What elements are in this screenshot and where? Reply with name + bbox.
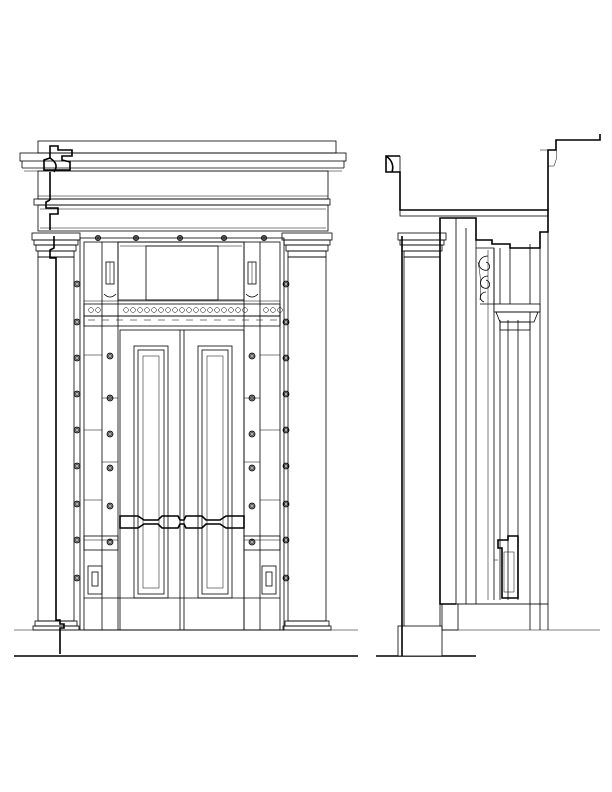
frieze-scroll (130, 307, 136, 313)
frieze-scroll (165, 307, 171, 313)
rosette-icon (220, 234, 227, 241)
section-column (397, 232, 447, 657)
frieze-scroll (193, 307, 199, 313)
rosette-icon (73, 574, 81, 582)
frieze-scroll (228, 307, 234, 313)
rosette-icon (176, 234, 183, 241)
double-door (119, 329, 245, 631)
rosette-icon (282, 462, 290, 470)
rosette-icon (248, 352, 256, 360)
wall-lamp-icon (245, 261, 259, 298)
frieze-scroll (95, 307, 101, 313)
section-door-profile (494, 535, 519, 599)
rosette-icon (73, 280, 81, 288)
left-column (31, 232, 81, 654)
rosette-icon (106, 538, 114, 546)
frieze-scroll (263, 307, 269, 313)
frieze-scroll (186, 307, 192, 313)
frieze-scroll (221, 307, 227, 313)
rosette-icon (73, 536, 81, 544)
rosette-group (73, 234, 290, 582)
frieze-scroll (235, 307, 241, 313)
rosette-icon (248, 464, 256, 472)
rosette-icon (73, 390, 81, 398)
rosette-icon (106, 430, 114, 438)
frieze-scroll (207, 307, 213, 313)
cornice (19, 140, 347, 232)
frieze-scroll (151, 307, 157, 313)
rosette-icon (282, 390, 290, 398)
rosette-icon (106, 352, 114, 360)
cornice-profile-section (43, 145, 73, 230)
rosette-icon (73, 426, 81, 434)
rosette-icon (95, 234, 102, 241)
frieze-scroll (277, 307, 283, 313)
rosette-icon (248, 502, 256, 510)
section-capital (493, 303, 541, 331)
rosette-icon (73, 318, 81, 326)
frieze-scroll (214, 307, 220, 313)
door-panel-icon (133, 345, 169, 599)
rosette-icon (282, 536, 290, 544)
rosette-icon (282, 426, 290, 434)
frieze-scroll (158, 307, 164, 313)
rosette-icon (106, 502, 114, 510)
frieze-scroll (270, 307, 276, 313)
rosette-icon (248, 394, 256, 402)
rosette-icon (248, 430, 256, 438)
frieze-scroll (137, 307, 143, 313)
right-column (281, 232, 333, 631)
rosette-icon (282, 500, 290, 508)
frieze-ornament (88, 307, 283, 321)
rosette-icon (282, 354, 290, 362)
rosette-icon (282, 574, 290, 582)
frieze-scroll (172, 307, 178, 313)
rosette-icon (106, 394, 114, 402)
rosette-icon (282, 318, 290, 326)
rosette-icon (132, 234, 139, 241)
rosette-icon (106, 464, 114, 472)
front-elevation (14, 140, 358, 657)
frieze-scroll (88, 307, 94, 313)
door-panel-icon (197, 345, 233, 599)
side-section (376, 134, 601, 657)
rosette-icon (248, 538, 256, 546)
frieze-scroll (144, 307, 150, 313)
scroll-bracket-icon (476, 247, 495, 305)
rosette-icon (260, 234, 267, 241)
frieze-scroll (123, 307, 129, 313)
frieze-scroll (200, 307, 206, 313)
rosette-icon (282, 280, 290, 288)
wall-lamp-icon (103, 261, 117, 298)
push-bar (119, 515, 245, 529)
rosette-icon (73, 462, 81, 470)
frieze-scroll (242, 307, 248, 313)
rosette-icon (73, 354, 81, 362)
frieze-scroll (179, 307, 185, 313)
rosette-icon (73, 500, 81, 508)
